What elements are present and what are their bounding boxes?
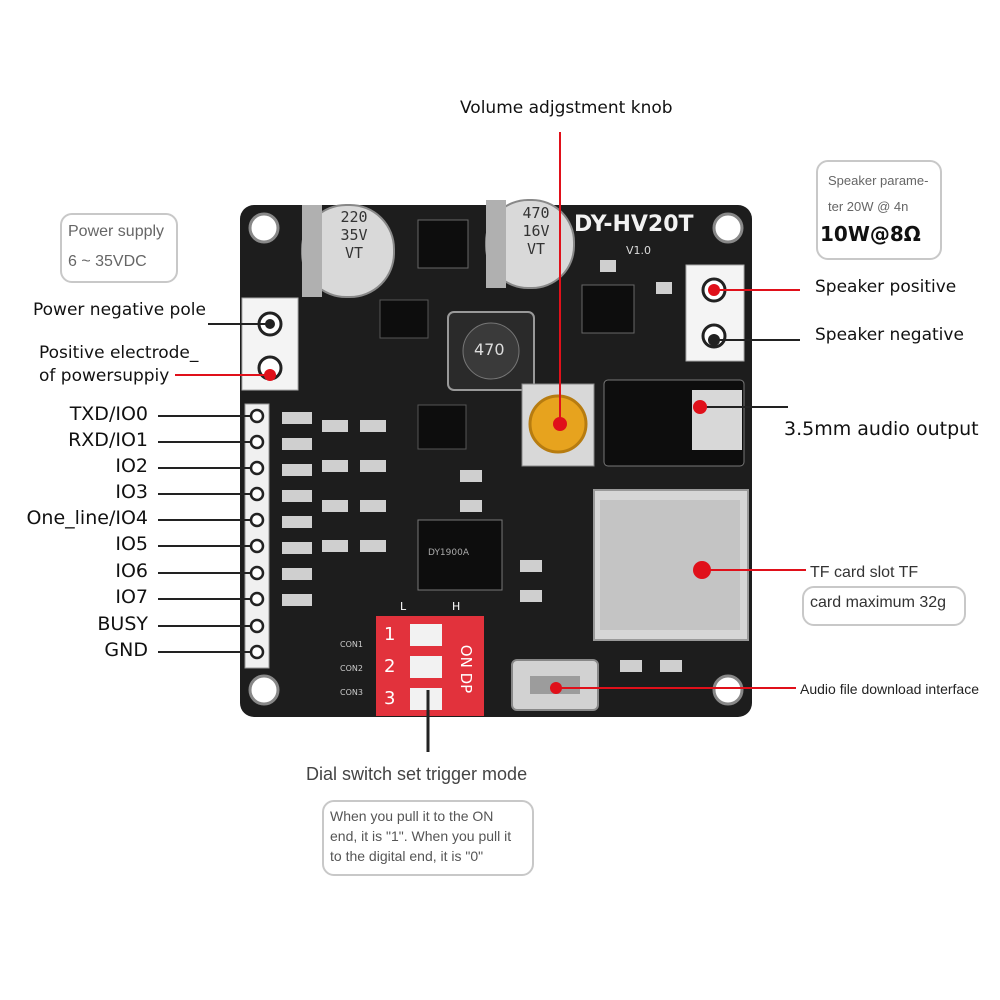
- pin-label: One_line/IO4: [26, 507, 148, 529]
- inductor-label: 470: [474, 340, 505, 359]
- pin-pointer-lines: [158, 415, 251, 653]
- dial-note-line3: to the digital end, it is "0": [330, 848, 484, 864]
- dial-note-box: When you pull it to the ON end, it is "1…: [322, 800, 534, 876]
- pointer-lines: [175, 132, 806, 752]
- con3-label: CON3: [340, 688, 363, 697]
- dial-switch-label: Dial switch set trigger mode: [306, 764, 528, 784]
- dip-header-h: H: [452, 600, 461, 613]
- board-model: DY-HV20T: [574, 212, 694, 237]
- power-supply-line2: 6 ~ 35VDC: [68, 253, 147, 270]
- ic-top: [417, 219, 469, 269]
- pin-label: TXD/IO0: [69, 403, 148, 425]
- pin-label: IO7: [115, 586, 148, 608]
- volume-knob-label: Volume adjgstment knob: [460, 98, 673, 118]
- positive-electrode-line1: Positive electrode_: [39, 343, 199, 363]
- pin-label: IO2: [115, 455, 148, 477]
- mounting-holes: [248, 212, 744, 706]
- pin-label: BUSY: [97, 613, 148, 635]
- tf-card-line2: card maximum 32g: [810, 594, 947, 611]
- dip-number-1: 1: [384, 624, 396, 645]
- pin-label: RXD/IO1: [68, 429, 148, 451]
- regulator: [379, 299, 429, 339]
- pin-label: IO3: [115, 481, 148, 503]
- audio-output-label: 3.5mm audio output: [784, 418, 979, 440]
- speaker-positive-label: Speaker positive: [815, 277, 957, 297]
- pointer-dots: [264, 284, 720, 694]
- cap-right-label: 470 16V VT: [522, 204, 550, 258]
- dip-number-2: 2: [384, 656, 396, 677]
- dial-note-line1: When you pull it to the ON: [330, 808, 494, 824]
- pin-label: IO6: [115, 560, 148, 582]
- power-supply-box: Power supply 6 ~ 35VDC: [60, 213, 178, 283]
- dial-note-line2: end, it is "1". When you pull it: [330, 828, 512, 844]
- dip-header-l: L: [400, 600, 407, 613]
- speaker-negative-label: Speaker negative: [815, 325, 964, 345]
- cap-left-label: 220 35V VT: [340, 208, 368, 262]
- dip-on-label: ON DP: [457, 644, 476, 694]
- tf-card-line1: TF card slot TF: [810, 564, 919, 581]
- con2-label: CON2: [340, 664, 363, 673]
- diode-block: [417, 404, 467, 450]
- power-negative-label: Power negative pole: [33, 300, 206, 320]
- con1-label: CON1: [340, 640, 363, 649]
- power-supply-line1: Power supply: [68, 223, 165, 240]
- capacitor-right: [485, 199, 575, 289]
- tf-card-box: [802, 586, 966, 626]
- chip-label: DY1900A: [428, 548, 469, 558]
- dip-number-3: 3: [384, 688, 396, 709]
- smd-components: [282, 260, 682, 672]
- speaker-param-line3: 10W@8Ω: [820, 222, 921, 246]
- positive-electrode-line2: of powersuppiy: [39, 366, 170, 386]
- pin-label: IO5: [115, 533, 148, 555]
- ic-right: [581, 284, 635, 334]
- main-chip: [417, 519, 503, 591]
- speaker-param-line1: Speaker parame-: [828, 173, 929, 188]
- speaker-param-box: Speaker parame- ter 20W @ 4n 10W@8Ω: [816, 160, 942, 260]
- board-version: V1.0: [626, 244, 652, 257]
- pin-label: GND: [104, 639, 148, 661]
- speaker-param-line2: ter 20W @ 4n: [828, 199, 909, 214]
- capacitor-left: [301, 204, 395, 298]
- download-interface-label: Audio file download interface: [800, 681, 980, 697]
